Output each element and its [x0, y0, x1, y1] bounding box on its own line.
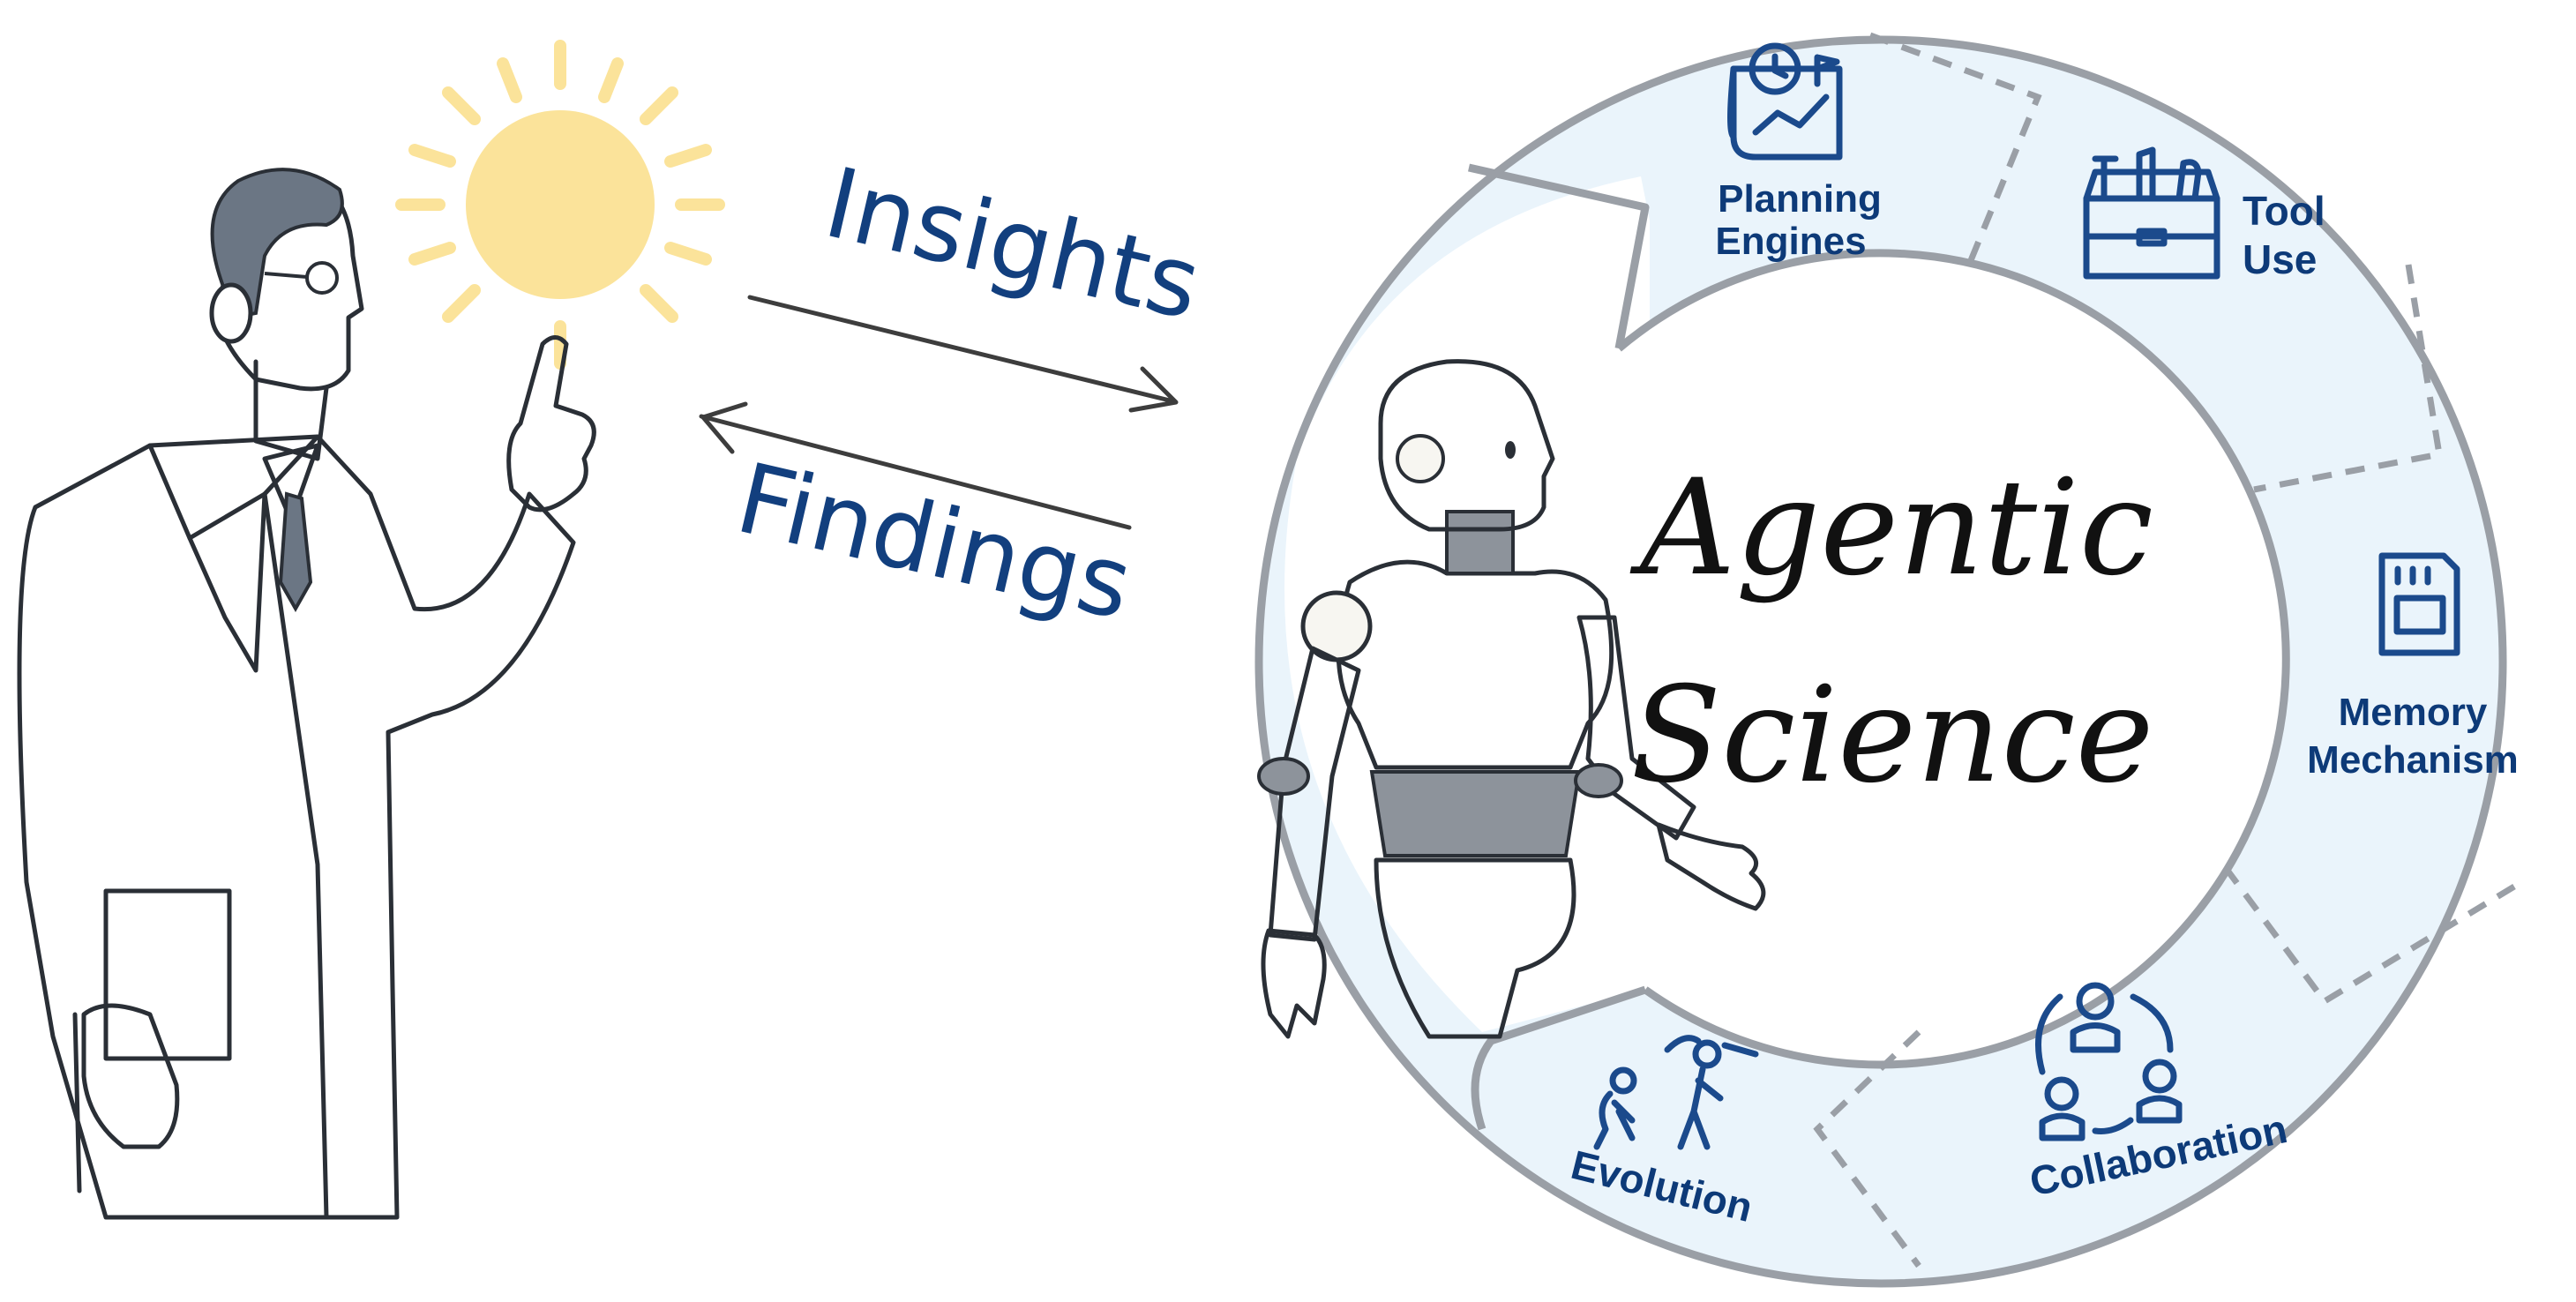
evolution-figures-icon	[1593, 1035, 1759, 1150]
tool-use-label-line2: Use	[2243, 236, 2317, 282]
findings-arrow	[699, 401, 1132, 530]
capability-planning-engines: Planning Engines	[1715, 42, 1882, 263]
toolbox-icon	[2083, 146, 2220, 280]
tool-use-label-line1: Tool	[2243, 188, 2325, 234]
capability-memory-mechanism: Memory Mechanism	[2307, 552, 2519, 782]
findings-label: Findings	[727, 442, 1142, 642]
memory-card-icon	[2378, 552, 2460, 656]
memory-mechanism-label-line2: Mechanism	[2307, 738, 2519, 782]
planning-engines-label-line1: Planning	[1718, 177, 1882, 221]
insights-arrow	[747, 295, 1179, 413]
capability-tool-use: Tool Use	[2083, 146, 2325, 282]
insights-label: Insights	[815, 146, 1210, 341]
planning-engines-label-line2: Engines	[1715, 220, 1866, 263]
robot-illustration	[1257, 359, 1766, 1039]
scientist-illustration	[17, 40, 725, 1220]
sun-idea-icon	[395, 40, 725, 370]
memory-mechanism-label-line1: Memory	[2339, 691, 2488, 734]
collaboration-people-icon	[2035, 982, 2183, 1141]
planning-chart-icon	[1727, 42, 1843, 161]
center-title-line2: Science	[1631, 659, 2154, 812]
center-title-line1: Agentic	[1629, 452, 2153, 605]
